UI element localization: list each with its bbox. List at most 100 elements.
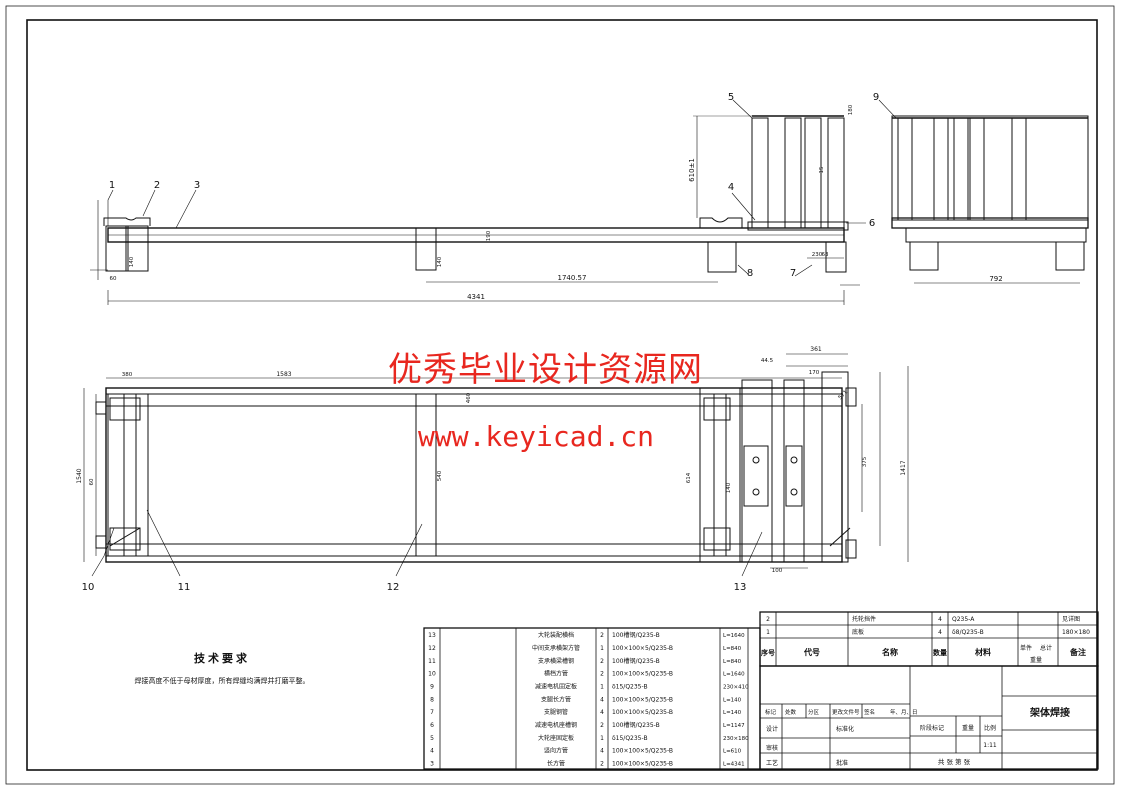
part-spec: L=840	[723, 646, 742, 652]
dim-misc: 190	[486, 230, 492, 241]
dim-misc: 380	[122, 372, 133, 378]
revision-col: 更改文件号	[832, 708, 860, 716]
part-no: 4	[430, 748, 434, 755]
part-qty: 4	[600, 748, 604, 755]
part-no: 5	[430, 735, 434, 742]
revision-col: 分区	[808, 708, 820, 716]
plan-view	[83, 353, 909, 577]
header-material: 材料	[975, 647, 991, 657]
part-name: 减速电机座槽钢	[535, 721, 577, 729]
part-name: 托轮挡件	[852, 615, 876, 623]
dim-misc: 140	[129, 256, 135, 267]
part-spec: L=840	[723, 659, 742, 665]
part-material: 100槽钢/Q235-B	[612, 657, 660, 665]
part-material: 100槽钢/Q235-B	[612, 631, 660, 639]
scale-value: 1:11	[983, 742, 997, 749]
part-qty: 2	[600, 658, 604, 665]
part-material: 100槽钢/Q235-B	[612, 721, 660, 729]
part-name: 大轮装配横档	[538, 631, 574, 639]
callout-13: 13	[734, 582, 747, 593]
header-weight: 重量	[1030, 656, 1042, 664]
header-qty: 数量	[933, 648, 947, 657]
dim-misc: 460	[466, 392, 472, 403]
dim-misc: 44.5	[761, 358, 774, 364]
dim-misc: 140	[437, 256, 443, 267]
part-material: 100×100×5/Q235-B	[612, 709, 673, 716]
part-name: 支腿钢管	[544, 708, 568, 716]
part-qty: 1	[600, 735, 604, 742]
part-spec: L=4341	[723, 761, 745, 767]
part-no: 8	[430, 696, 434, 703]
part-spec: 230×410	[723, 685, 749, 691]
part-no: 7	[430, 709, 434, 716]
dim-plan-width-outer: 1417	[900, 460, 907, 475]
header-name: 名称	[882, 647, 898, 657]
dim-misc: 60	[110, 276, 117, 282]
dim-misc: 375	[862, 456, 868, 467]
dim-span-middle: 1740.57	[558, 274, 587, 282]
dim-misc: 614	[686, 472, 692, 483]
dim-misc: 63	[822, 252, 829, 258]
dim-overall-length: 4341	[467, 293, 485, 301]
part-material: 100×100×5/Q235-B	[612, 760, 673, 767]
part-qty: 2	[600, 632, 604, 639]
dim-top-width: 361	[810, 346, 822, 353]
part-qty: 4	[938, 629, 942, 636]
header-unit-weight: 单件	[1020, 644, 1032, 652]
dim-misc: 60	[89, 478, 95, 485]
header-remark: 备注	[1069, 647, 1086, 657]
front-elevation	[90, 99, 866, 305]
header-code: 代号	[803, 647, 820, 657]
role-designer: 设计	[766, 725, 778, 733]
part-name: 底板	[852, 628, 864, 636]
callout-2: 2	[154, 180, 160, 191]
part-material: δ8/Q235-B	[952, 629, 984, 636]
callout-1: 1	[109, 180, 115, 191]
part-name: 中间支承横架方管	[532, 644, 580, 652]
part-no: 3	[430, 760, 434, 767]
part-spec: 230×180	[723, 736, 749, 742]
dim-plan-width: 1540	[76, 468, 83, 483]
part-qty: 4	[600, 696, 604, 703]
part-name: 支腿长方管	[541, 695, 571, 703]
part-spec: L=1640	[723, 633, 745, 639]
role-standard: 标准化	[836, 725, 854, 733]
callout-5: 5	[728, 92, 734, 103]
callout-4: 4	[728, 182, 734, 193]
dim-misc: 15	[819, 166, 825, 173]
part-spec: L=1147	[723, 723, 745, 729]
tech-req-title: 技术要求	[194, 652, 250, 665]
callout-7: 7	[790, 268, 796, 279]
part-name: 大轮座固定板	[538, 734, 574, 742]
revision-col: 标记	[765, 708, 777, 716]
watermark-url: www.keyicad.cn	[418, 420, 655, 453]
callout-12: 12	[387, 582, 400, 593]
part-spec: L=610	[723, 749, 742, 755]
callout-6: 6	[869, 218, 875, 229]
callout-10: 10	[82, 582, 95, 593]
dim-misc: 571	[837, 389, 849, 401]
dim-misc: 140	[726, 482, 732, 493]
part-spec: L=140	[723, 710, 742, 716]
part-note: 见详图	[1062, 615, 1080, 623]
revision-col: 处数	[785, 708, 797, 716]
part-material: 100×100×5/Q235-B	[612, 645, 673, 652]
part-note: 180×180	[1062, 629, 1090, 636]
parts-list	[423, 611, 1099, 770]
part-material: 100×100×5/Q235-B	[612, 748, 673, 755]
scale-label: 比例	[984, 724, 996, 732]
callout-8: 8	[747, 268, 753, 279]
callout-11: 11	[178, 582, 191, 593]
part-no: 10	[428, 671, 436, 678]
dim-height-frame: 610±1	[688, 158, 696, 182]
dim-misc: 230	[812, 252, 823, 258]
dim-misc: 100	[772, 568, 783, 574]
part-no: 13	[428, 632, 436, 639]
dim-side-width: 792	[989, 275, 1002, 283]
drawing-name: 架体焊接	[1029, 706, 1070, 719]
revision-col: 签名	[864, 708, 875, 716]
role-process: 工艺	[766, 759, 778, 767]
